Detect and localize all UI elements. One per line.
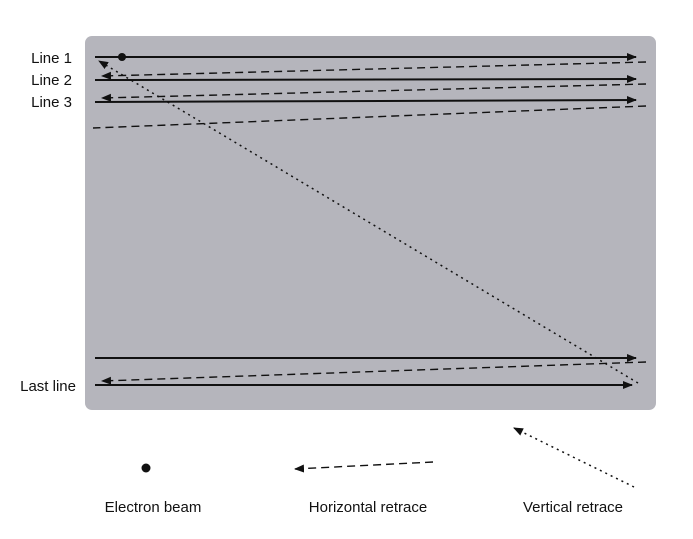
horizontal-retrace-3 (92, 105, 647, 129)
label-line-1: Line 1 (31, 50, 72, 67)
vertical-retrace-line (98, 60, 639, 384)
screen-rect (85, 36, 656, 410)
legend-electron-beam-label: Electron beam (105, 499, 202, 516)
label-last-line: Last line (20, 378, 76, 395)
scan-line-2 (94, 75, 637, 84)
legend-vertical-retrace-label: Vertical retrace (523, 499, 623, 516)
legend-horizontal-retrace-arrow (294, 461, 434, 473)
label-line-3: Line 3 (31, 94, 72, 111)
legend-horizontal-retrace-label: Horizontal retrace (309, 499, 427, 516)
legend-vertical-retrace-arrow (513, 427, 635, 488)
label-line-2: Line 2 (31, 72, 72, 89)
scan-line-3 (94, 96, 637, 105)
electron-beam-dot (118, 53, 126, 61)
legend-electron-beam-dot (141, 463, 151, 473)
